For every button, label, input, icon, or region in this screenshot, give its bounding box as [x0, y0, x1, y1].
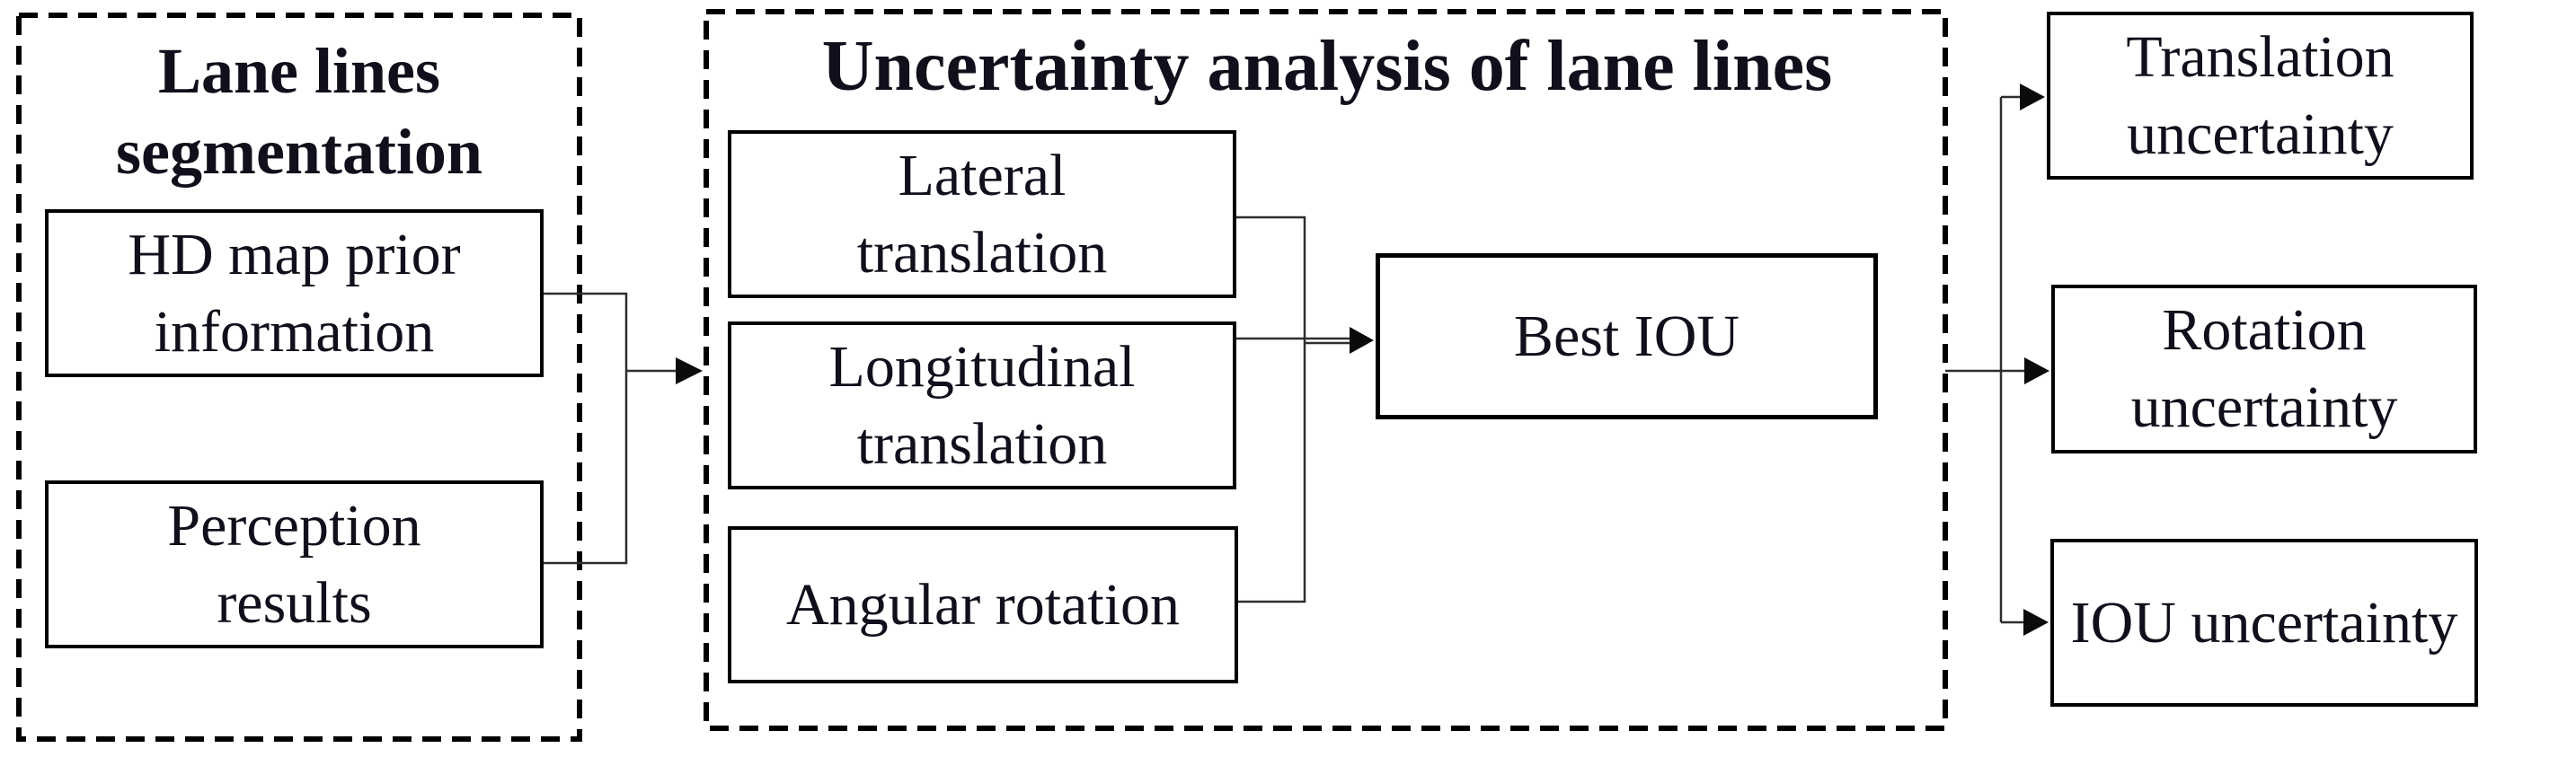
- segmentation-group-title: Lane lines segmentation: [16, 31, 582, 192]
- node-label-line: Angular rotation: [785, 571, 1181, 638]
- node-label-line: translation: [856, 410, 1108, 477]
- node-iou-uncertainty: IOU uncertainty: [2050, 539, 2478, 707]
- node-hd-map-prior-information: HD map prior information: [45, 209, 544, 377]
- node-label-line: HD map prior: [128, 221, 461, 287]
- node-best-iou: Best IOU: [1376, 253, 1878, 419]
- node-rotation-uncertainty: Rotation uncertainty: [2051, 285, 2477, 453]
- node-label-line: Lateral: [898, 142, 1067, 208]
- segmentation-title-line1: Lane lines: [157, 35, 441, 107]
- node-angular-rotation: Angular rotation: [728, 526, 1238, 683]
- segmentation-join-line: [544, 292, 628, 565]
- node-label-line: translation: [856, 219, 1108, 286]
- node-translation-uncertainty: Translation uncertainty: [2047, 12, 2474, 180]
- node-label-line: Perception: [167, 492, 421, 559]
- arrowhead-into-analysis: [676, 357, 703, 384]
- node-label-line: Rotation: [2162, 297, 2367, 363]
- analysis-group-title: Uncertainty analysis of lane lines: [821, 27, 1833, 106]
- node-label-line: uncertainty: [2127, 101, 2394, 167]
- arrowhead-into-iou-uncertainty: [2023, 609, 2049, 636]
- node-lateral-translation: Lateral translation: [728, 130, 1236, 298]
- node-label-line: IOU uncertainty: [2070, 589, 2458, 656]
- arrowhead-into-rotation-uncertainty: [2024, 357, 2049, 384]
- node-label-line: Longitudinal: [828, 333, 1136, 400]
- segmentation-group-frame: [16, 13, 582, 742]
- arrowhead-into-bestiou: [1350, 327, 1374, 354]
- node-longitudinal-translation: Longitudinal translation: [728, 321, 1236, 489]
- node-label-line: Translation: [2126, 23, 2395, 90]
- node-perception-results: Perception results: [45, 480, 544, 648]
- node-label-line: results: [217, 569, 372, 636]
- node-label-line: uncertainty: [2130, 374, 2398, 440]
- segmentation-title-line2: segmentation: [116, 116, 482, 188]
- node-label-line: Best IOU: [1513, 303, 1740, 369]
- arrowhead-into-translation-uncertainty: [2020, 84, 2045, 110]
- lateral-angular-join-line: [1234, 216, 1306, 603]
- node-label-line: information: [154, 298, 435, 365]
